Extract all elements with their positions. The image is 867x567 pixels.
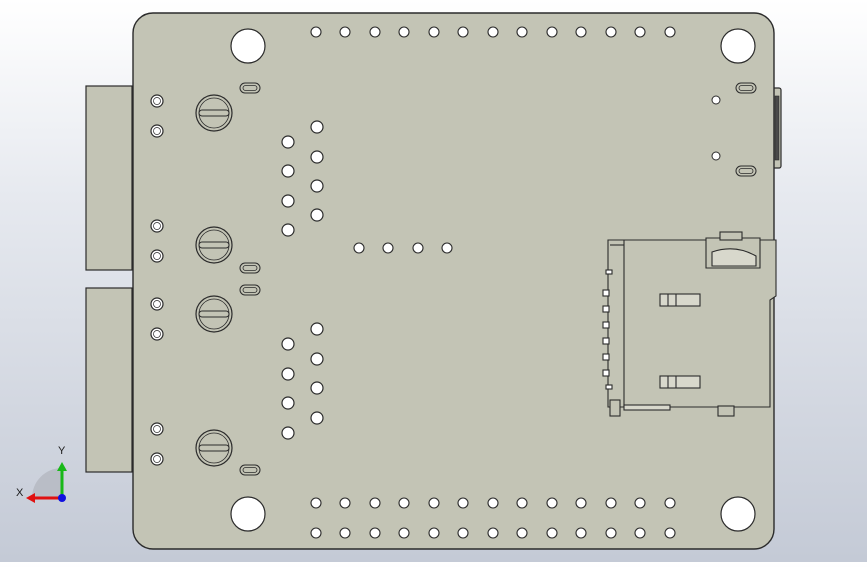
coordinate-triad-icon: X Y [16,445,67,503]
sd-card-socket [602,231,777,417]
led-indicators [711,95,721,161]
connector-block-lower [85,287,133,473]
mounting-hole [720,28,756,64]
mounting-holes [230,28,756,532]
mounting-hole [230,28,266,64]
connector-block-upper [85,85,133,271]
y-axis-label: Y [58,445,66,457]
header-pins [310,26,676,539]
x-axis-label: X [16,487,24,499]
mounting-hole [230,496,266,532]
vias [150,94,324,466]
mounting-hole [720,496,756,532]
